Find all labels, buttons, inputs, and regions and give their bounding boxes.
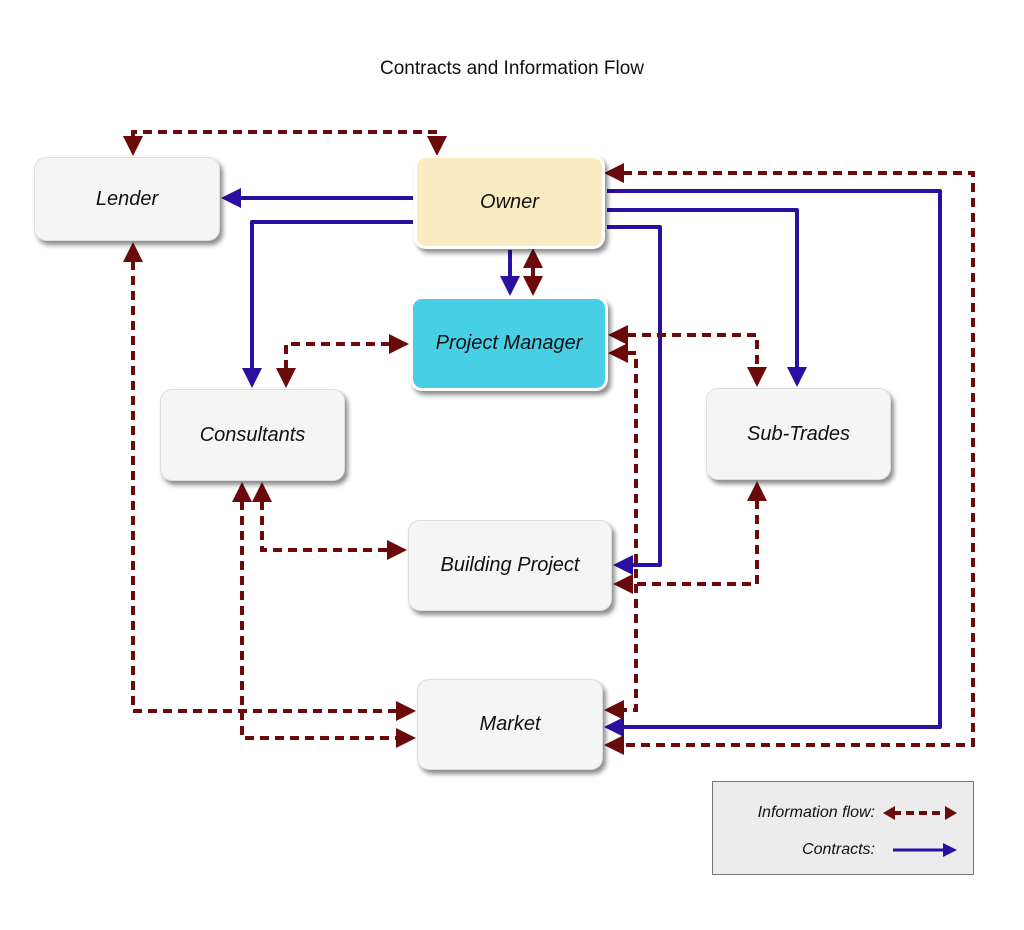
contract-owner-building-project bbox=[607, 225, 662, 575]
legend-information-flow: Information flow: bbox=[758, 803, 957, 823]
node-owner[interactable]: Owner bbox=[414, 155, 605, 249]
legend: Information flow: Contracts: bbox=[712, 781, 974, 875]
node-project-manager-label: Project Manager bbox=[435, 332, 583, 354]
dashed-double-arrow-icon bbox=[883, 806, 957, 820]
info-consultants-market bbox=[232, 482, 416, 748]
node-market-label: Market bbox=[479, 713, 541, 735]
node-building-project-label: Building Project bbox=[440, 554, 580, 576]
node-owner-label: Owner bbox=[480, 190, 539, 213]
info-consultants-building-project bbox=[252, 482, 407, 560]
node-consultants[interactable]: Consultants bbox=[160, 389, 345, 481]
legend-contracts: Contracts: bbox=[802, 840, 957, 860]
info-project-manager-sub-trades bbox=[608, 325, 767, 387]
node-consultants-label: Consultants bbox=[199, 423, 306, 446]
info-sub-trades-building-project bbox=[613, 481, 767, 594]
node-lender[interactable]: Lender bbox=[34, 157, 220, 241]
node-building-project[interactable]: Building Project bbox=[408, 520, 612, 611]
node-lender-label: Lender bbox=[95, 187, 159, 210]
contract-owner-sub-trades bbox=[607, 208, 807, 387]
info-lender-owner bbox=[123, 130, 447, 156]
node-project-manager[interactable]: Project Manager bbox=[410, 296, 608, 391]
legend-information-flow-label: Information flow: bbox=[757, 804, 875, 821]
solid-arrow-icon bbox=[893, 843, 957, 857]
node-sub-trades[interactable]: Sub-Trades bbox=[706, 388, 891, 480]
diagram-title: Contracts and Information Flow bbox=[379, 58, 644, 79]
node-sub-trades-label: Sub-Trades bbox=[746, 422, 850, 445]
info-project-manager-market bbox=[604, 343, 638, 720]
node-market[interactable]: Market bbox=[417, 679, 603, 770]
info-consultants-project-manager bbox=[276, 334, 409, 388]
info-owner-market bbox=[604, 163, 975, 755]
legend-contracts-label: Contracts: bbox=[802, 841, 875, 858]
contract-owner-consultants bbox=[242, 220, 413, 388]
contract-owner-market bbox=[604, 189, 942, 737]
